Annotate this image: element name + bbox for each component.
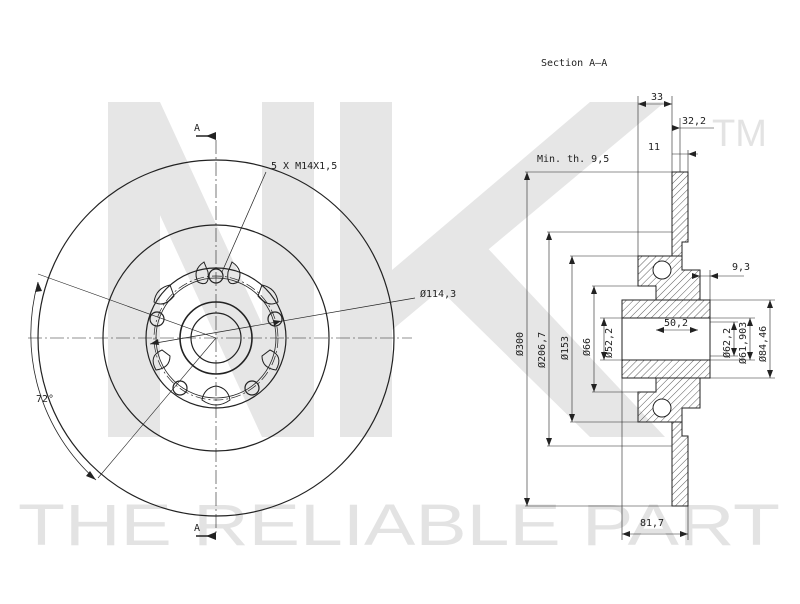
section-disc-ring-bottom: [671, 421, 689, 507]
bolt-callout: 5 X M14X1,5: [271, 161, 337, 172]
dim-33: 33: [651, 92, 663, 103]
dim-81-7: 81,7: [640, 518, 664, 529]
front-view: [28, 132, 416, 540]
section-mark-bottom: A: [194, 523, 200, 534]
section-hub-top: [637, 255, 701, 301]
bolt-hole: [267, 311, 283, 327]
bearing-ball: [652, 260, 672, 280]
dia-62-2: Ø62,2: [721, 328, 733, 358]
dia-206-7: Ø206,7: [536, 332, 548, 368]
horizontal-arrowheads: [622, 101, 718, 537]
nk-watermark: TM THE RELIABLE PART: [18, 102, 780, 558]
angle-callout: 72°: [36, 394, 54, 405]
dia-84-46: Ø84,46: [757, 326, 769, 362]
dim-32-2: 32,2: [682, 116, 706, 127]
section-bearing-top: [621, 299, 711, 319]
dim-50-2: 50,2: [664, 318, 688, 329]
section-bearing-bottom: [621, 359, 711, 379]
angle-ref-line: [97, 337, 217, 479]
section-disc-ring-top: [671, 171, 689, 257]
bearing-ball: [652, 398, 672, 418]
bolt-callout-leader: [221, 171, 267, 273]
dim-9-3: 9,3: [732, 262, 750, 273]
dia-66: Ø66: [581, 338, 593, 356]
watermark-tagline: THE RELIABLE PART: [18, 493, 780, 558]
dia-61-903: Ø61,903: [737, 322, 749, 364]
nk-logo-mark: [108, 102, 665, 437]
dim-11: 11: [648, 142, 660, 153]
watermark-tm: TM: [712, 113, 767, 155]
angle-arc: [30, 281, 97, 481]
dia-52-2: Ø52,2: [603, 328, 615, 358]
section-title: Section A–A: [541, 58, 607, 69]
pcd-callout: Ø114,3: [420, 288, 456, 300]
dim-min-thickness: Min. th. 9,5: [537, 154, 609, 165]
angle-ref-line: [37, 273, 217, 339]
center-lines: [28, 140, 412, 535]
dia-153: Ø153: [559, 336, 571, 360]
dia-300: Ø300: [514, 332, 526, 356]
section-extension-lines: [621, 96, 711, 540]
section-hub-bottom: [637, 377, 701, 423]
diameter-arrowheads: [524, 172, 773, 506]
pcd-callout-leader: [149, 297, 416, 345]
bolt-hole: [172, 380, 188, 396]
section-bore: [621, 317, 711, 361]
section-horizontal-ext: [525, 171, 775, 507]
section-mark-top: A: [194, 123, 200, 134]
section-view: [524, 96, 775, 540]
bolt-hole: [244, 380, 260, 396]
